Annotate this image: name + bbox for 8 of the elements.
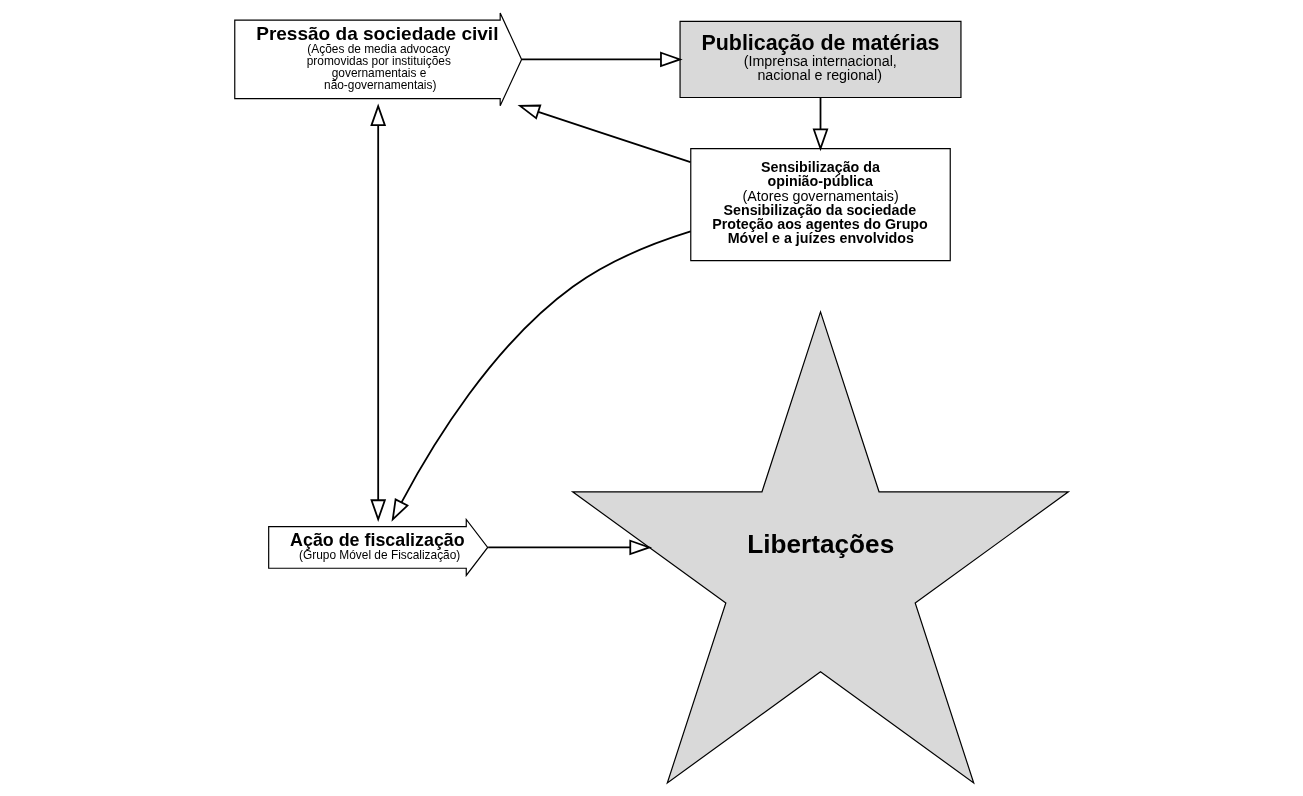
arrow xyxy=(812,96,829,152)
arrow xyxy=(521,51,683,68)
node-box: Sensibilização da opinião-pública (Atores governamentais) Sensibilização da sociedade Proteção aos agentes do Grupo Móvel e a juízes envolvidos xyxy=(690,148,951,262)
arrow xyxy=(370,103,387,522)
arrow xyxy=(487,539,653,556)
node-box: Publicação de matérias (Imprensa internacional, nacional e regional) xyxy=(679,20,962,99)
arrow xyxy=(391,230,692,522)
arrow xyxy=(517,104,692,163)
